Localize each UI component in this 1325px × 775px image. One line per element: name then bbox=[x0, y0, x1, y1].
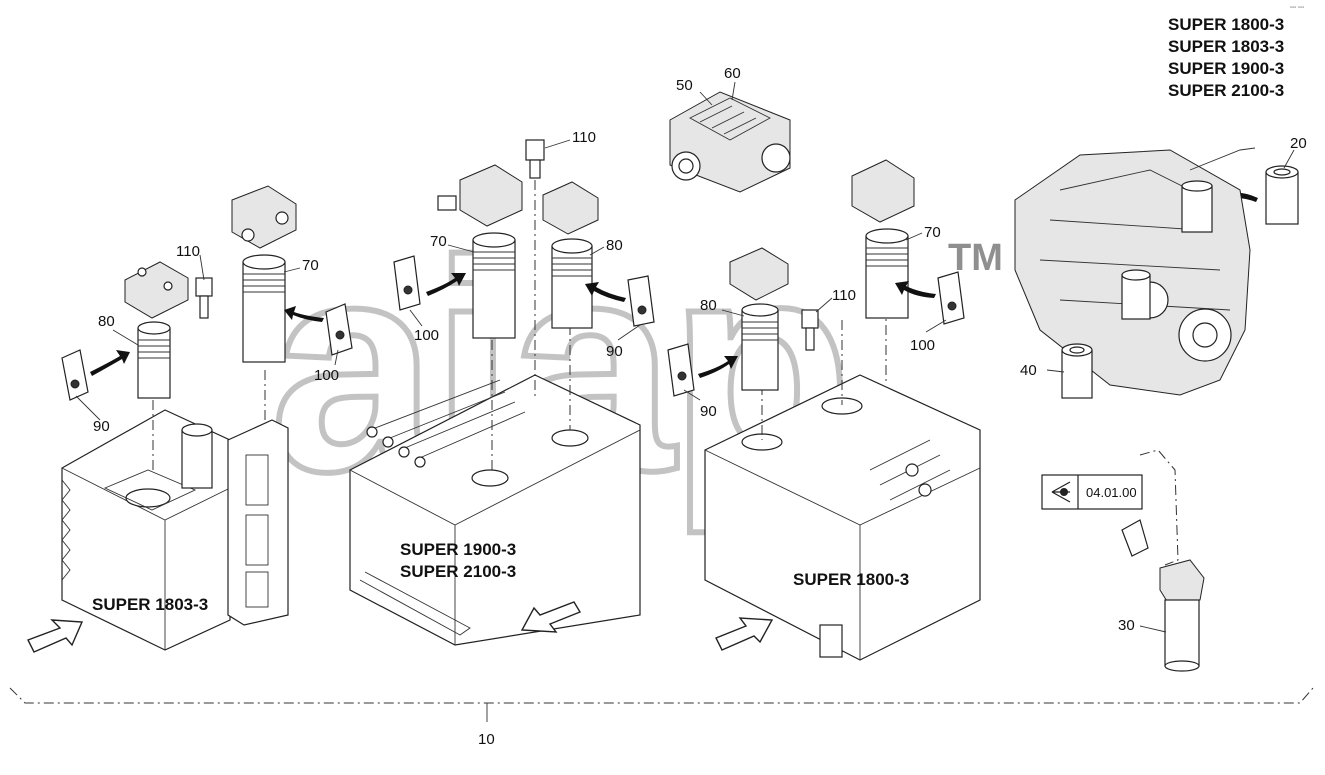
bolt-center-110 bbox=[525, 139, 545, 179]
filter-head-center bbox=[437, 164, 523, 227]
callout-70: 70 bbox=[924, 224, 941, 241]
callout-100: 100 bbox=[314, 367, 339, 384]
filter-head-left bbox=[124, 261, 189, 319]
filter-head-right-2 bbox=[851, 159, 915, 223]
filter-bag-100-center bbox=[393, 255, 421, 311]
filter-cartridge-left-70 bbox=[242, 254, 286, 363]
callout-20: 20 bbox=[1290, 135, 1307, 152]
filter-cartridge-center-70 bbox=[472, 232, 516, 339]
filter-cartridge-right-80 bbox=[741, 303, 779, 391]
tank-super-1803-3 bbox=[61, 370, 289, 651]
filter-cartridge-right-70 bbox=[865, 228, 909, 319]
callout-40: 40 bbox=[1020, 362, 1037, 379]
filter-head-center-2 bbox=[542, 181, 599, 235]
filter-bag-90-center bbox=[627, 275, 655, 327]
callout-80: 80 bbox=[700, 297, 717, 314]
filter-assembly-30 bbox=[1121, 449, 1205, 672]
model-list-item: SUPER 1900-3 bbox=[1168, 59, 1284, 78]
callout-70: 70 bbox=[302, 257, 319, 274]
model-list-item: SUPER 2100-3 bbox=[1168, 81, 1284, 100]
flow-arrow-left bbox=[27, 619, 84, 653]
callout-90: 90 bbox=[93, 418, 110, 435]
model-list-item: SUPER 1803-3 bbox=[1168, 37, 1284, 56]
callout-100: 100 bbox=[414, 327, 439, 344]
callout-60: 60 bbox=[724, 65, 741, 82]
filter-cartridge-20 bbox=[1265, 165, 1299, 225]
section-label-center-1: SUPER 1900-3 bbox=[400, 540, 516, 559]
filter-bag-90-right bbox=[667, 343, 695, 397]
flow-arrow-right bbox=[715, 617, 774, 651]
leader-lines bbox=[75, 81, 1295, 633]
callout-10: 10 bbox=[478, 731, 495, 748]
callout-110: 110 bbox=[572, 129, 596, 146]
filter-cartridge-left-80 bbox=[137, 321, 171, 399]
model-list: SUPER 1800-3 SUPER 1803-3 SUPER 1900-3 S… bbox=[1168, 15, 1284, 100]
callout-30: 30 bbox=[1118, 617, 1135, 634]
callout-80: 80 bbox=[606, 237, 623, 254]
tank-super-1900-2100 bbox=[349, 180, 641, 646]
assembly-bracket: 10 bbox=[9, 687, 1314, 748]
reference-box[interactable]: 04.01.00 bbox=[1041, 474, 1143, 510]
callouts: 80 110 90 70 100 70 100 110 80 90 80 110… bbox=[93, 65, 1307, 634]
corner-mark: ▫▫▫ ▫▫▫ bbox=[1290, 5, 1304, 11]
callout-110: 110 bbox=[832, 287, 856, 304]
reference-code: 04.01.00 bbox=[1086, 485, 1137, 500]
callout-70: 70 bbox=[430, 233, 447, 250]
bolt-right-110 bbox=[801, 309, 819, 351]
electronic-module bbox=[669, 91, 791, 193]
section-label-right: SUPER 1800-3 bbox=[793, 570, 909, 589]
callout-100: 100 bbox=[910, 337, 935, 354]
callout-50: 50 bbox=[676, 77, 693, 94]
callout-80: 80 bbox=[98, 313, 115, 330]
filter-bag-100-left bbox=[325, 303, 353, 356]
filter-bag-90-left bbox=[61, 349, 89, 401]
model-list-item: SUPER 1800-3 bbox=[1168, 15, 1284, 34]
section-label-center-2: SUPER 2100-3 bbox=[400, 562, 516, 581]
callout-90: 90 bbox=[700, 403, 717, 420]
filter-head-left-2 bbox=[231, 185, 297, 249]
callout-90: 90 bbox=[606, 343, 623, 360]
filter-cartridge-center-80 bbox=[551, 238, 593, 329]
engine bbox=[1014, 147, 1256, 396]
filter-cartridge-40 bbox=[1061, 343, 1093, 399]
bolt-left-110 bbox=[195, 277, 213, 319]
eye-icon-pupil bbox=[1060, 488, 1068, 496]
section-label-left: SUPER 1803-3 bbox=[92, 595, 208, 614]
flow-arrow-center bbox=[520, 601, 582, 633]
filter-bag-100-right bbox=[937, 271, 965, 325]
tank-super-1800-3 bbox=[704, 265, 981, 661]
filter-head-right bbox=[729, 247, 789, 301]
callout-110: 110 bbox=[176, 243, 200, 260]
